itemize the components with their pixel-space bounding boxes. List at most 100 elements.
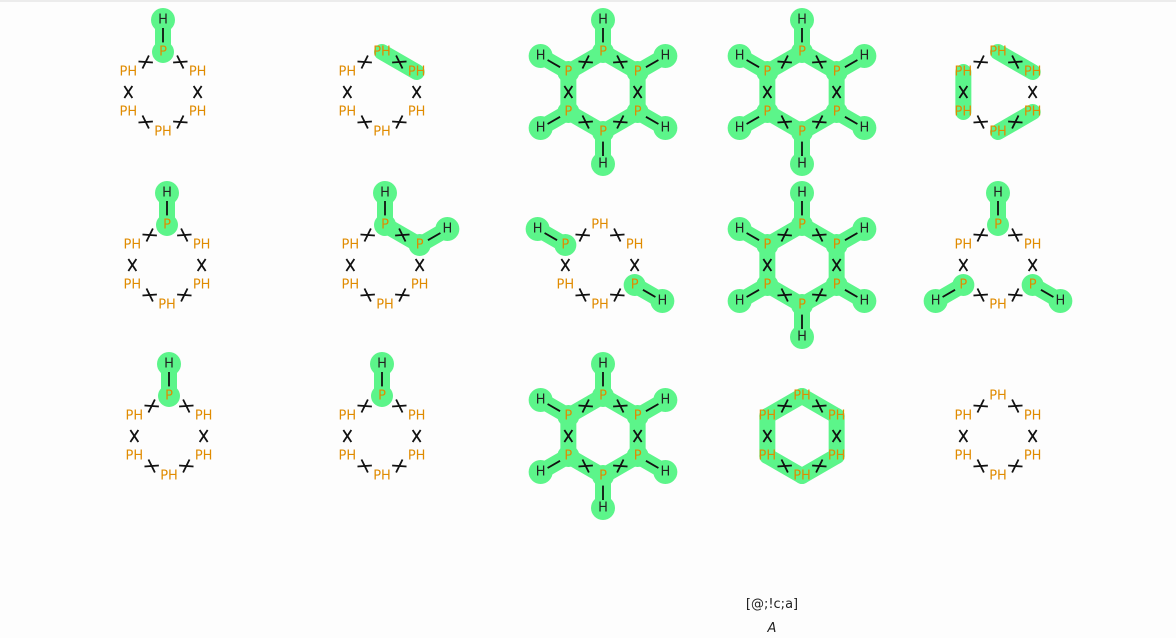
atom-ph: PH [1024,449,1042,464]
ring-bond [578,404,593,408]
ring-bond [581,459,590,473]
query-smarts: [@;!c;a] [745,597,799,612]
atom-h: H [797,13,807,28]
atom-ph: PH [120,65,138,80]
atom-highlight [653,116,678,140]
atom-p: P [159,45,167,60]
h-bond [547,59,561,68]
atom-p: P [994,218,1002,233]
atom-ph: PH [828,449,846,464]
ring-bond [360,459,369,473]
ring-bond [1027,429,1038,443]
atom-h: H [660,121,670,136]
ring-bond [173,120,188,124]
atom-h: H [598,13,608,28]
atom-h: H [660,393,670,408]
ring-bond [762,258,773,272]
atom-ph: PH [989,469,1007,484]
atom-highlight [1048,289,1073,313]
ring-bond [762,429,773,443]
ring-bond [973,233,988,237]
atom-highlight [151,8,175,32]
atom-p: P [381,218,389,233]
ring-bond [345,258,356,272]
h-bond [746,59,760,68]
atom-highlight [727,44,752,68]
atom-ph: PH [373,125,391,140]
ring-bond [395,293,410,297]
atom-h: H [536,121,546,136]
atom-ph: PH [339,449,357,464]
ring-bond [616,399,625,413]
atom-ph: PH [124,238,142,253]
atom-highlight [525,217,550,241]
atom-p: P [416,238,424,253]
atom-highlight [727,217,752,241]
atom-highlight [852,217,877,241]
atom-h: H [536,393,546,408]
ring-bond [392,120,407,124]
h-bond [544,232,558,241]
ring-bond [976,288,985,302]
ring-bond [182,399,191,413]
atom-ph: PH [193,278,211,293]
ring-bond [177,293,192,297]
atom-highlight [790,152,814,176]
ring-bond [414,258,425,272]
atom-highlight [727,289,752,313]
atom-ph: PH [195,449,213,464]
ring-bond [780,288,789,302]
ring-bond [363,288,372,302]
atom-ph: PH [408,65,426,80]
ring-bond [632,429,643,443]
atom-highlight [435,217,460,241]
atom-highlight [790,325,814,349]
atom-ph: PH [955,409,973,424]
ring-bond [610,293,625,297]
ring-bond [563,429,574,443]
atom-h: H [797,330,807,345]
ring-bond [815,228,824,242]
atom-p: P [833,238,841,253]
ring-bond [976,115,985,129]
atom-p: P [634,449,642,464]
atom-ph: PH [626,238,644,253]
atom-h: H [598,157,608,172]
ring-bond [578,60,593,64]
atom-p: P [763,278,771,293]
atom-h: H [660,49,670,64]
atom-p: P [631,278,639,293]
atom-highlight [986,181,1010,205]
atom-ph: PH [591,298,609,313]
atom-p: P [378,389,386,404]
ring-bond [1011,228,1020,242]
ring-bond [142,233,157,237]
ring-bond [578,288,587,302]
atom-ph: PH [193,238,211,253]
atom-h: H [797,186,807,201]
ring-bond [1008,464,1023,468]
atom-ph: PH [989,45,1007,60]
atom-ph: PH [759,449,777,464]
h-bond [942,289,956,298]
atom-h: H [859,49,869,64]
ring-bond [1011,55,1020,69]
atom-ph: PH [339,65,357,80]
atom-ph: PH [989,389,1007,404]
atom-p: P [634,409,642,424]
ring-bond [958,85,969,99]
ring-bond [958,258,969,272]
ring-bond [127,258,138,272]
atom-highlight [727,116,752,140]
atom-ph: PH [1024,238,1042,253]
atom-p: P [1029,278,1037,293]
h-bond [746,289,760,298]
atom-p: P [798,45,806,60]
atom-highlight [591,8,615,32]
atom-ph: PH [955,449,973,464]
h-bond [642,289,656,298]
atom-ph: PH [955,238,973,253]
